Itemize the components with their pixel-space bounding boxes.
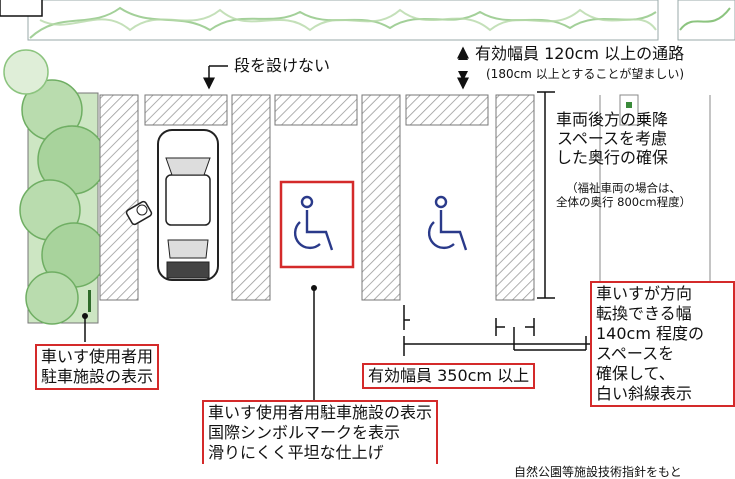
wheelchair-symbol-icon [427,195,468,251]
symbol-highlight-box [279,180,355,269]
symbol-line: 車いす使用者用駐車施設の表示 [208,403,433,422]
sign-line: 駐車施設の表示 [41,367,154,386]
symbol-line: 滑りにくく平坦な仕上げ [208,443,384,462]
wheelchair-symbol-icon [293,195,334,251]
turn-line: スペースを [596,344,675,363]
depth-line: した奥行の確保 [556,148,669,168]
width-callout: 有効幅員 350cm 以上 [362,363,536,389]
turn-line: 140cm 程度の [596,324,705,343]
source-note: 自然公園等施設技術指針をもと [514,465,682,479]
wheelchair-user-figure [125,200,153,226]
depth-label: 車両後方の乗降 スペースを考慮 した奥行の確保 [556,110,668,168]
car-top-view [157,129,219,281]
depth-line: 車両後方の乗降 [556,110,669,129]
sign-post [88,290,91,312]
parking-stalls [99,94,711,301]
top-planting [27,0,659,41]
walkway-note: (180cm 以上とすることが望ましい) [486,67,685,81]
walkway-width-label: 有効幅員 120cm 以上の通路 [475,44,685,63]
sign-line: 車いす使用者用 [41,347,154,366]
top-left-tab [0,0,43,17]
symbol-line: 国際シンボルマークを表示 [208,423,401,442]
depth-note: （福祉車両の場合は、 全体の奥行 800cm程度） [556,181,692,210]
turn-line: 確保して、 [596,364,675,383]
symbol-callout: 車いす使用者用駐車施設の表示 国際シンボルマークを表示 滑りにくく平坦な仕上げ [202,400,439,464]
turn-line: 車いすが方向 [596,284,693,303]
top-right-planting [677,0,735,41]
depth-note-line: （福祉車両の場合は、 [566,181,682,195]
turn-line: 転換できる幅 [596,304,692,323]
no-step-label: 段を設けない [234,56,331,75]
sign-callout: 車いす使用者用 駐車施設の表示 [35,344,160,390]
turning-space-callout: 車いすが方向 転換できる幅 140cm 程度の スペースを 確保して、 白い斜線… [590,281,735,407]
depth-line: スペースを考慮 [556,129,668,149]
depth-note-line: 全体の奥行 800cm程度） [556,194,692,209]
left-planting-bed [3,49,107,325]
turn-line: 白い斜線表示 [596,384,693,403]
